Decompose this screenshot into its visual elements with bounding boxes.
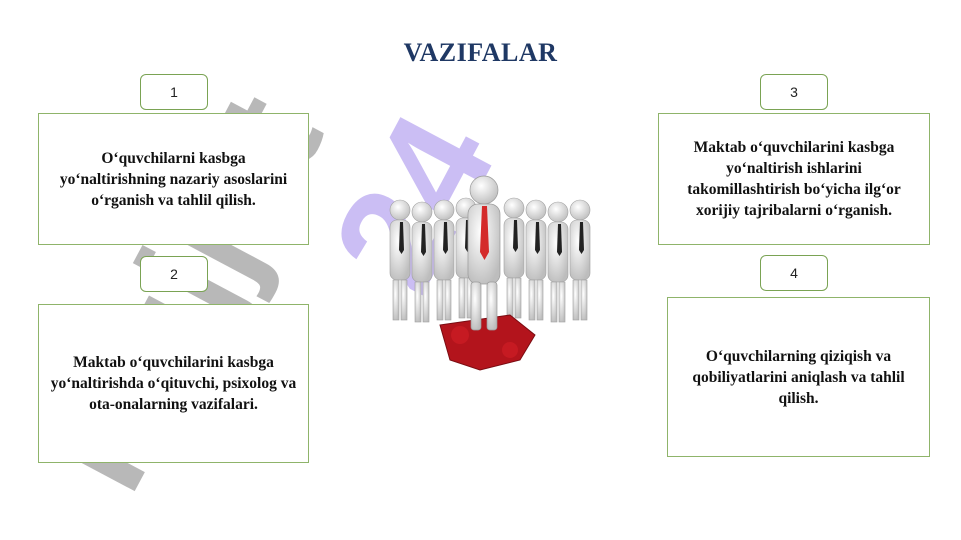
item-4-number: 4 (760, 255, 828, 291)
item-1-number: 1 (140, 74, 208, 110)
item-4-box: O‘quvchilarning qiziqish va qobiliyatlar… (667, 297, 930, 457)
team-leader-illustration (389, 175, 591, 371)
item-2-box: Maktab o‘quvchilarini kasbga yo‘naltiris… (38, 304, 309, 463)
item-1-text: O‘quvchilarni kasbga yo‘naltirishning na… (59, 149, 288, 209)
item-1-box: O‘quvchilarni kasbga yo‘naltirishning na… (38, 113, 309, 245)
item-3-number: 3 (760, 74, 828, 110)
item-2-number: 2 (140, 256, 208, 292)
item-3-text: Maktab o‘quvchilarini kasbga yo‘naltiris… (687, 139, 901, 219)
item-2-text: Maktab o‘quvchilarini kasbga yo‘naltiris… (50, 354, 297, 413)
item-3-box: Maktab o‘quvchilarini kasbga yo‘naltiris… (658, 113, 930, 245)
item-4-text: O‘quvchilarning qiziqish va qobiliyatlar… (692, 347, 905, 407)
page-title: VAZIFALAR (403, 38, 558, 67)
